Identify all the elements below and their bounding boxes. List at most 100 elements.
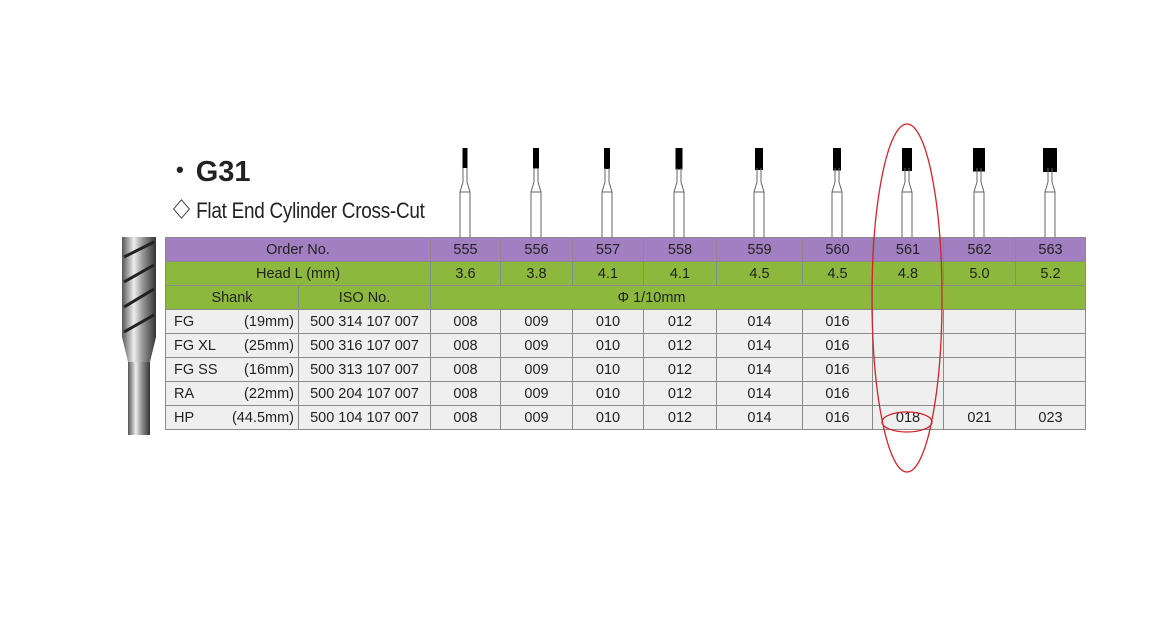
head-length: 5.2 xyxy=(1015,261,1086,286)
size-cell: 012 xyxy=(643,405,717,430)
size-cell xyxy=(872,357,944,382)
size-cell xyxy=(1015,381,1086,406)
order-number: 563 xyxy=(1015,237,1086,262)
head-length: 4.1 xyxy=(643,261,717,286)
size-cell: 009 xyxy=(500,357,573,382)
size-cell: 008 xyxy=(430,309,501,334)
shank-length: (19mm) xyxy=(244,313,294,330)
shank-type: FG xyxy=(174,313,195,330)
size-cell: 021 xyxy=(943,405,1016,430)
order-number: 556 xyxy=(500,237,573,262)
head-length: 3.8 xyxy=(500,261,573,286)
shank-cell: (44.5mm) HP xyxy=(165,405,299,430)
size-cell xyxy=(943,333,1016,358)
shank-length: (44.5mm) xyxy=(231,409,294,426)
size-cell: 010 xyxy=(572,309,644,334)
size-cell: 009 xyxy=(500,309,573,334)
bur-diagram-563 xyxy=(1043,148,1057,237)
head-length: 4.8 xyxy=(872,261,944,286)
bur-diagram-562 xyxy=(973,148,985,237)
bur-diagrams xyxy=(459,148,1057,237)
bur-diagram-559 xyxy=(753,148,765,237)
iso-number: 500 313 107 007 xyxy=(298,357,431,382)
shank-type: RA xyxy=(174,385,195,402)
head-length: 4.5 xyxy=(802,261,873,286)
shank-type: HP xyxy=(174,409,195,426)
iso-number: 500 104 107 007 xyxy=(298,405,431,430)
shank-cell: (19mm) FG xyxy=(165,309,299,334)
order-number: 561 xyxy=(872,237,944,262)
size-cell: 012 xyxy=(643,381,717,406)
subtitle-text: Flat End Cylinder Cross-Cut xyxy=(196,198,425,223)
head-label: Head L (mm) xyxy=(165,261,431,286)
size-cell xyxy=(943,381,1016,406)
size-cell: 016 xyxy=(802,381,873,406)
size-cell: 009 xyxy=(500,405,573,430)
size-cell: 008 xyxy=(430,357,501,382)
diameter-blank xyxy=(872,285,1086,310)
size-cell xyxy=(943,357,1016,382)
size-cell: 018 xyxy=(872,405,944,430)
head-length: 5.0 xyxy=(943,261,1016,286)
shank-type: FG XL xyxy=(174,337,216,354)
product-code: •G31 xyxy=(176,156,251,188)
size-cell: 016 xyxy=(802,333,873,358)
shank-length: (22mm) xyxy=(244,385,294,402)
bur-diagram-557 xyxy=(601,148,613,237)
size-cell xyxy=(872,309,944,334)
size-cell xyxy=(1015,309,1086,334)
shank-label: Shank xyxy=(165,285,299,310)
size-cell xyxy=(872,333,944,358)
order-number: 558 xyxy=(643,237,717,262)
order-number: 557 xyxy=(572,237,644,262)
shank-cell: (22mm) RA xyxy=(165,381,299,406)
size-cell: 010 xyxy=(572,381,644,406)
size-cell: 014 xyxy=(716,381,803,406)
bur-diagram-555 xyxy=(459,148,471,237)
size-cell xyxy=(943,309,1016,334)
size-cell: 008 xyxy=(430,405,501,430)
size-cell: 010 xyxy=(572,357,644,382)
size-cell: 023 xyxy=(1015,405,1086,430)
iso-number: 500 316 107 007 xyxy=(298,333,431,358)
diameter-label: Φ 1/10mm xyxy=(430,285,873,310)
shank-cell: (16mm) FG SS xyxy=(165,357,299,382)
iso-number: 500 314 107 007 xyxy=(298,309,431,334)
size-cell: 009 xyxy=(500,333,573,358)
size-cell: 012 xyxy=(643,357,717,382)
size-cell: 009 xyxy=(500,381,573,406)
size-cell: 016 xyxy=(802,309,873,334)
size-cell xyxy=(1015,357,1086,382)
size-cell xyxy=(1015,333,1086,358)
shank-length: (16mm) xyxy=(244,361,294,378)
size-cell: 008 xyxy=(430,381,501,406)
size-cell: 008 xyxy=(430,333,501,358)
size-cell: 012 xyxy=(643,333,717,358)
order-number: 559 xyxy=(716,237,803,262)
shank-length: (25mm) xyxy=(244,337,294,354)
size-cell: 012 xyxy=(643,309,717,334)
size-cell: 010 xyxy=(572,333,644,358)
head-length: 3.6 xyxy=(430,261,501,286)
shank-type: FG SS xyxy=(174,361,218,378)
iso-label: ISO No. xyxy=(298,285,431,310)
size-cell: 016 xyxy=(802,405,873,430)
order-number: 560 xyxy=(802,237,873,262)
head-length: 4.1 xyxy=(572,261,644,286)
bur-diagram-561 xyxy=(901,148,913,237)
size-cell xyxy=(872,381,944,406)
order-number: 562 xyxy=(943,237,1016,262)
title-text: G31 xyxy=(195,156,251,188)
head-length: 4.5 xyxy=(716,261,803,286)
bur-diagram-558 xyxy=(673,148,685,237)
order-label: Order No. xyxy=(165,237,431,262)
size-cell: 014 xyxy=(716,357,803,382)
iso-number: 500 204 107 007 xyxy=(298,381,431,406)
